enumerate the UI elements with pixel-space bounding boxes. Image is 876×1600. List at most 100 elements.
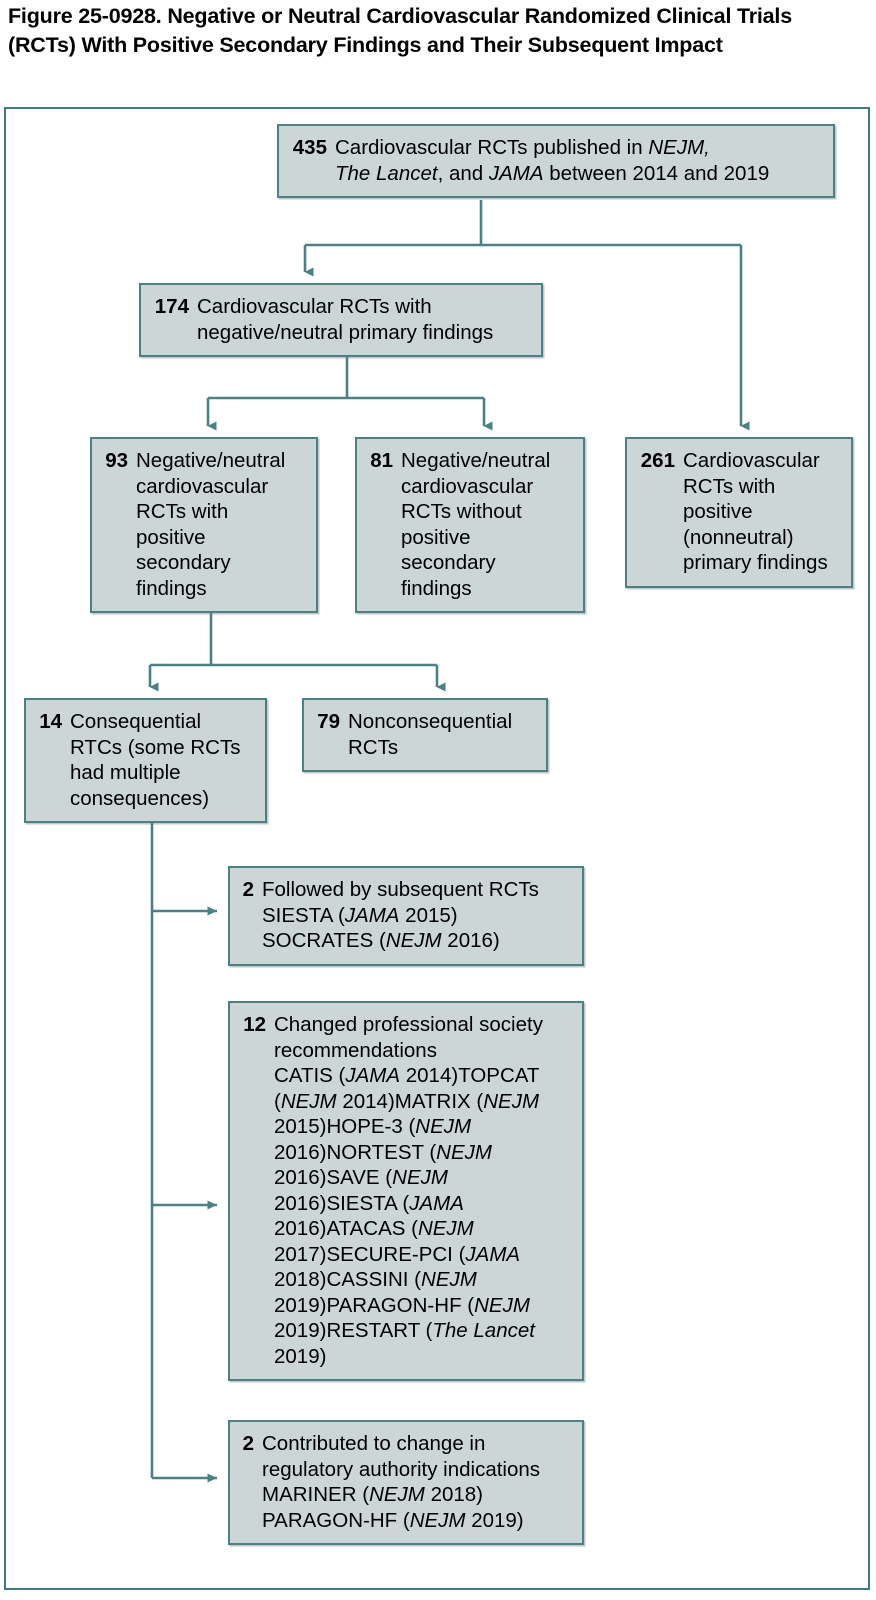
node-12-trial-journal: The Lancet xyxy=(432,1319,535,1342)
node-261-text: Cardiovascular RCTs with positive (nonne… xyxy=(675,448,841,576)
node-12-trial-name: CASSINI ( xyxy=(326,1268,421,1291)
node-93-with-positive-secondary[interactable]: 93 Negative/neutral cardiovascular RCTs … xyxy=(90,437,318,613)
node-12-trial-name: NORTEST ( xyxy=(326,1140,437,1164)
node-174-negative-neutral[interactable]: 174 Cardiovascular RCTs with negative/ne… xyxy=(139,283,543,357)
node-12-changed-recommendations[interactable]: 12 Changed professional society recommen… xyxy=(228,1001,584,1381)
node-2b-t1-name: MARINER ( xyxy=(262,1483,370,1506)
node-12-trial-item: RESTART (The Lancet 2019) xyxy=(274,1319,535,1368)
node-2b-line1: Contributed to change in xyxy=(262,1432,486,1455)
node-2a-text: Followed by subsequent RCTs SIESTA (JAMA… xyxy=(254,877,572,954)
node-93-line6: findings xyxy=(136,576,207,600)
node-93-count: 93 xyxy=(105,449,128,472)
node-12-trial-year: 2017) xyxy=(274,1242,327,1266)
node-2b-trial-paragon: PARAGON-HF (NEJM 2019) xyxy=(262,1508,572,1534)
node-2a-count: 2 xyxy=(242,878,254,901)
node-12-trial-item: CATIS (JAMA 2014) xyxy=(274,1064,458,1087)
node-2a-t1-journal: JAMA xyxy=(344,903,400,927)
node-12-trial-year: 2019) xyxy=(274,1344,327,1368)
node-12-trial-name: ATACAS ( xyxy=(326,1217,418,1240)
node-79-nonconsequential[interactable]: 79 Nonconsequential RCTs xyxy=(302,698,548,772)
node-81-line6: findings xyxy=(401,576,472,600)
node-174-line2: negative/neutral primary findings xyxy=(197,320,494,344)
node-93-line4: positive xyxy=(136,525,206,549)
node-174-text: Cardiovascular RCTs with negative/neutra… xyxy=(189,294,531,345)
node-2a-t2-year: 2016) xyxy=(441,929,500,952)
node-81-line1: Negative/neutral xyxy=(401,449,551,472)
node-2b-t2-name: PARAGON-HF ( xyxy=(262,1508,410,1532)
node-81-without-positive-secondary[interactable]: 81 Negative/neutral cardiovascular RCTs … xyxy=(355,437,585,613)
node-2a-t2-name: SOCRATES ( xyxy=(262,929,386,952)
node-261-line2: RCTs with xyxy=(683,474,776,498)
node-14-line4: consequences) xyxy=(70,786,210,810)
node-79-line2: RCTs xyxy=(348,735,399,759)
node-81-line5: secondary xyxy=(401,551,496,574)
node-435-text: Cardiovascular RCTs published in NEJM, T… xyxy=(327,135,823,186)
node-12-trial-item: CASSINI (NEJM 2019) xyxy=(274,1268,477,1317)
node-2a-trial-siesta: SIESTA (JAMA 2015) xyxy=(262,903,572,929)
node-12-trial-year: 2015) xyxy=(274,1115,327,1138)
node-12-trial-journal: NEJM xyxy=(436,1140,492,1164)
node-12-trial-year: 2016) xyxy=(274,1191,327,1215)
node-79-count: 79 xyxy=(317,710,340,733)
node-2-regulatory-authority[interactable]: 2 Contributed to change in regulatory au… xyxy=(228,1420,584,1545)
page-title: Figure 25-0928. Negative or Neutral Card… xyxy=(8,4,792,57)
node-12-trial-item: MATRIX (NEJM 2015) xyxy=(274,1090,539,1139)
node-12-text: Changed professional society recommendat… xyxy=(266,1012,572,1369)
node-12-trial-journal: NEJM xyxy=(417,1217,474,1240)
node-12-trial-item: SAVE (NEJM 2016) xyxy=(274,1166,448,1215)
node-12-line2: recommendations xyxy=(274,1038,437,1062)
node-81-count: 81 xyxy=(370,449,393,472)
node-12-trial-year: 2019) xyxy=(274,1293,327,1317)
node-12-trial-journal: NEJM xyxy=(420,1268,477,1291)
node-2a-trial-socrates: SOCRATES (NEJM 2016) xyxy=(262,928,572,954)
node-14-consequential[interactable]: 14 Consequential RTCs (some RCTs had mul… xyxy=(24,698,267,823)
node-2b-line2: regulatory authority indications xyxy=(262,1457,541,1481)
node-12-count: 12 xyxy=(243,1013,266,1036)
node-93-line3: RCTs with xyxy=(136,500,229,523)
node-435-journal-nejm: NEJM, xyxy=(648,136,710,159)
node-2a-t1-year: 2015) xyxy=(399,903,458,927)
node-12-trial-name: MATRIX ( xyxy=(394,1089,484,1113)
node-2-followed-by-subsequent-rcts[interactable]: 2 Followed by subsequent RCTs SIESTA (JA… xyxy=(228,866,584,966)
node-93-line1: Negative/neutral xyxy=(136,449,286,472)
node-12-trial-journal: JAMA xyxy=(345,1064,401,1087)
node-2b-trial-mariner: MARINER (NEJM 2018) xyxy=(262,1482,572,1508)
node-14-text: Consequential RTCs (some RCTs had multip… xyxy=(62,709,255,811)
node-12-trial-year: 2016) xyxy=(274,1166,327,1189)
node-12-trial-name: SECURE-PCI ( xyxy=(326,1242,466,1266)
node-12-trial-item: SECURE-PCI (JAMA 2018) xyxy=(274,1243,520,1292)
node-261-count: 261 xyxy=(640,449,675,472)
node-81-line4: positive xyxy=(401,525,471,549)
node-261-positive-primary[interactable]: 261 Cardiovascular RCTs with positive (n… xyxy=(625,437,853,588)
node-12-trial-year: 2014) xyxy=(336,1089,395,1113)
node-2b-t2-year: 2019) xyxy=(465,1508,524,1532)
node-12-trial-list: CATIS (JAMA 2014)TOPCAT (NEJM 2014)MATRI… xyxy=(274,1063,572,1369)
node-2b-t2-journal: NEJM xyxy=(409,1508,466,1532)
node-81-line3: RCTs without xyxy=(401,500,522,523)
node-261-line4: (nonneutral) xyxy=(683,525,794,549)
node-2b-count: 2 xyxy=(242,1432,254,1455)
node-261-line5: primary findings xyxy=(683,551,828,574)
node-174-line1: Cardiovascular RCTs with xyxy=(197,295,432,318)
node-12-trial-item: PARAGON-HF (NEJM 2019) xyxy=(274,1294,530,1343)
node-12-trial-name: CATIS ( xyxy=(274,1064,346,1087)
node-2a-t2-journal: NEJM xyxy=(385,929,442,952)
node-2b-text: Contributed to change in regulatory auth… xyxy=(254,1431,572,1533)
node-12-trial-year: 2018) xyxy=(274,1268,327,1291)
node-435-line1-plain: Cardiovascular RCTs published in xyxy=(335,136,649,159)
node-12-trial-journal: NEJM xyxy=(483,1089,540,1113)
node-79-line1: Nonconsequential xyxy=(348,710,513,733)
node-12-trial-item: NORTEST (NEJM 2016) xyxy=(274,1141,492,1190)
node-435-total-rcts[interactable]: 435 Cardiovascular RCTs published in NEJ… xyxy=(277,124,835,198)
node-435-line2-plain1: , and xyxy=(437,161,489,185)
node-12-trial-year: 2019) xyxy=(274,1319,327,1342)
node-14-line2: RTCs (some RCTs xyxy=(70,735,241,759)
node-93-text: Negative/neutral cardiovascular RCTs wit… xyxy=(128,448,306,601)
node-79-text: Nonconsequential RCTs xyxy=(340,709,536,760)
node-261-line3: positive xyxy=(683,500,753,523)
node-12-trial-name: SAVE ( xyxy=(326,1166,393,1189)
node-2a-t1-name: SIESTA ( xyxy=(262,903,345,927)
node-12-trial-name: PARAGON-HF ( xyxy=(326,1293,475,1317)
node-93-line2: cardiovascular xyxy=(136,474,269,498)
node-14-line3: had multiple xyxy=(70,761,181,784)
